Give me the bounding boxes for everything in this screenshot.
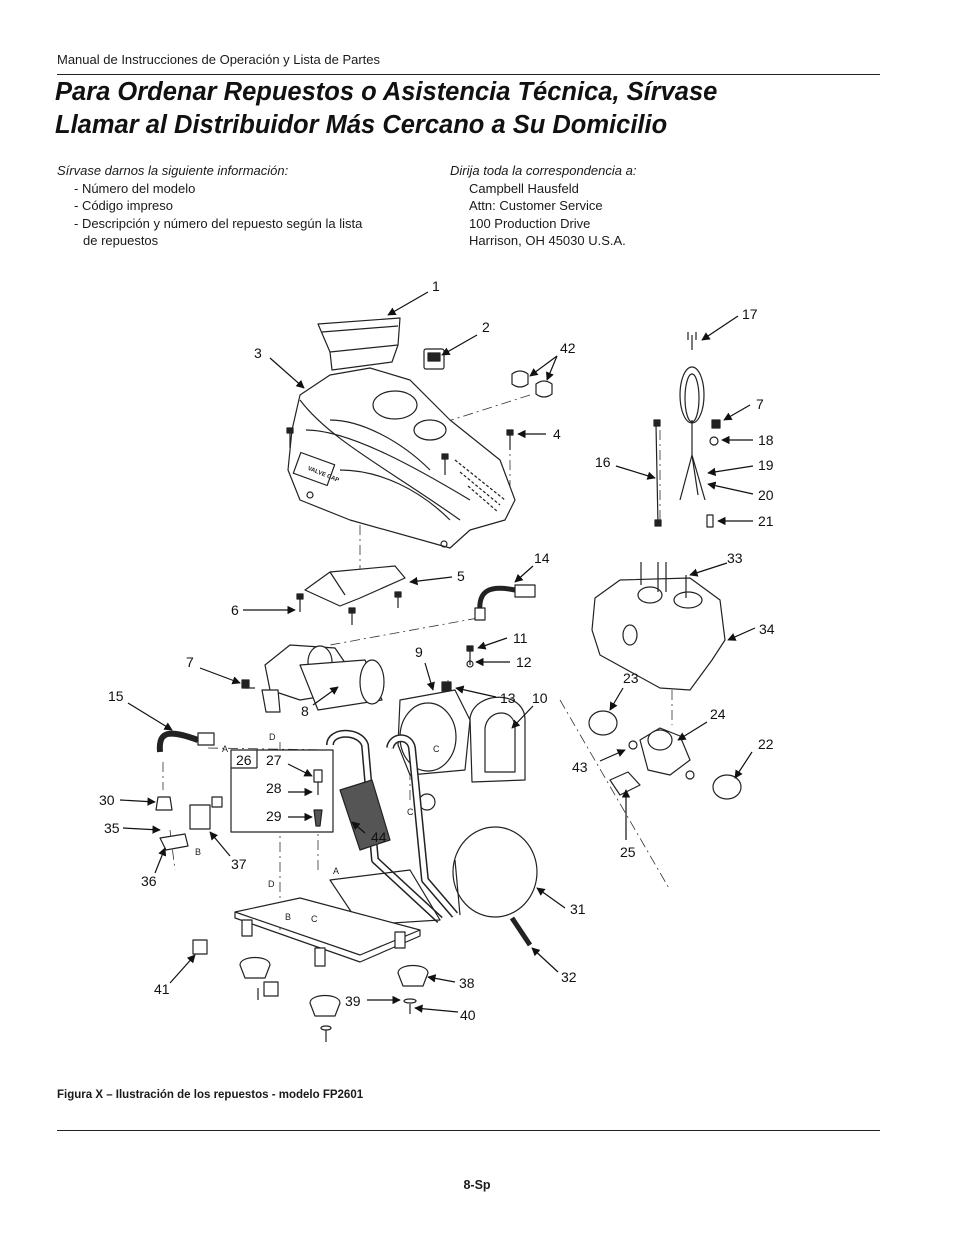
part-label-24: 24: [710, 706, 726, 722]
part-tank: [452, 826, 538, 918]
part-label-3: 3: [254, 345, 262, 361]
part-label-36: 36: [141, 873, 157, 889]
part-regulator: [588, 710, 742, 800]
connector-label-d-1: D: [269, 732, 276, 742]
part-label-19: 19: [758, 457, 774, 473]
part-clips: [192, 939, 279, 997]
part-label-21: 21: [758, 513, 774, 529]
footer-rule: [57, 1130, 880, 1131]
part-shroud-screws: [286, 427, 514, 475]
part-label-7a: 7: [756, 396, 764, 412]
part-label-20: 20: [758, 487, 774, 503]
part-label-15: 15: [108, 688, 124, 704]
part-label-39: 39: [345, 993, 361, 1009]
part-hose-14: [474, 584, 536, 621]
part-label-6: 6: [231, 602, 239, 618]
part-plugs: [511, 370, 553, 398]
part-label-28: 28: [266, 780, 282, 796]
part-power-cord: [653, 332, 721, 528]
part-label-10: 10: [532, 690, 548, 706]
part-label-43: 43: [572, 759, 588, 775]
address-company: Campbell Hausfeld: [469, 180, 579, 196]
part-label-30: 30: [99, 792, 115, 808]
part-label-26: 26: [236, 752, 252, 768]
info-item-model: - Número del modelo: [74, 180, 196, 196]
part-label-27: 27: [266, 752, 282, 768]
address-attn: Attn: Customer Service: [469, 198, 603, 213]
part-label-9: 9: [415, 644, 423, 660]
manual-header-title: Manual de Instrucciones de Operación y L…: [57, 52, 381, 67]
address-street: 100 Production Drive: [469, 215, 591, 231]
part-label-34: 34: [759, 621, 775, 637]
connector-label-a-2: A: [333, 866, 339, 876]
part-hose-15: [156, 730, 215, 753]
part-label-11: 11: [513, 630, 528, 646]
part-shroud: [287, 367, 516, 549]
correspondence-lead: Dirija toda la correspondencia a:: [450, 163, 637, 178]
header-rule: [57, 74, 880, 75]
connector-label-b-1: B: [195, 847, 201, 857]
part-end-cap: [469, 696, 526, 783]
part-label-37: 37: [231, 856, 247, 872]
part-label-22: 22: [758, 736, 774, 752]
part-label-7b: 7: [186, 654, 194, 670]
part-label-41: 41: [154, 981, 170, 997]
part-label-12: 12: [516, 654, 532, 670]
connector-label-c-1: C: [407, 807, 414, 817]
part-label-32: 32: [561, 969, 577, 985]
part-label-4: 4: [553, 426, 561, 442]
part-label-38: 38: [459, 975, 475, 991]
connector-label-c-2: C: [311, 914, 318, 924]
part-handle-cup: [317, 317, 401, 371]
connector-label-b-2: B: [285, 912, 291, 922]
part-label-44: 44: [371, 829, 387, 845]
part-label-16: 16: [595, 454, 611, 470]
part-label-42: 42: [560, 340, 576, 356]
part-feet: [239, 956, 429, 1042]
part-bracket: [296, 565, 406, 625]
part-label-33: 33: [727, 550, 743, 566]
page-number: 8-Sp: [463, 1178, 491, 1192]
figure-caption: Figura X – Ilustración de los repuestos …: [57, 1089, 364, 1101]
page-title-line-2: Llamar al Distribuidor Más Cercano a Su …: [55, 111, 668, 139]
part-fan-shroud: [397, 689, 471, 776]
part-label-18: 18: [758, 432, 774, 448]
part-pressure-switch: [155, 796, 223, 851]
part-label-5: 5: [457, 568, 465, 584]
part-label-8: 8: [301, 703, 309, 719]
part-switch: [423, 348, 445, 370]
page-title-line-1: Para Ordenar Repuestos o Asistencia Técn…: [55, 78, 718, 106]
part-base: [234, 897, 421, 967]
connector-label-a-1: A: [222, 744, 228, 754]
info-item-code: - Código impreso: [74, 198, 173, 213]
part-label-40: 40: [460, 1007, 476, 1023]
part-label-14: 14: [534, 550, 550, 566]
part-outer-cover: [591, 562, 726, 691]
part-label-35: 35: [104, 820, 120, 836]
part-motor: [261, 644, 385, 713]
correspondence-block: Dirija toda la correspondencia a: Campbe…: [450, 162, 750, 250]
parts-exploded-diagram: 1 2 3 42 4 17 7 18 19 20 16 21 14 5 6 33…: [99, 278, 775, 1042]
address-city: Harrison, OH 45030 U.S.A.: [469, 233, 626, 248]
part-label-31: 31: [570, 901, 586, 917]
info-item-description: - Descripción y número del repuesto segú…: [74, 215, 363, 231]
info-lead: Sírvase darnos la siguiente información:: [57, 163, 289, 178]
part-label-23: 23: [623, 670, 639, 686]
part-label-2: 2: [482, 319, 490, 335]
connector-label-d-2: D: [268, 879, 275, 889]
info-request-block: Sírvase darnos la siguiente información:…: [57, 162, 417, 250]
part-26-kit-box: [230, 749, 334, 833]
connector-label-c-3: C: [433, 744, 440, 754]
info-item-continuation: de repuestos: [83, 233, 159, 248]
part-label-17: 17: [742, 306, 758, 322]
page-title: Para Ordenar Repuestos o Asistencia Técn…: [55, 76, 895, 142]
part-label-1: 1: [432, 278, 440, 294]
part-label-29: 29: [266, 808, 282, 824]
part-label-13: 13: [500, 690, 516, 706]
part-label-25: 25: [620, 844, 636, 860]
